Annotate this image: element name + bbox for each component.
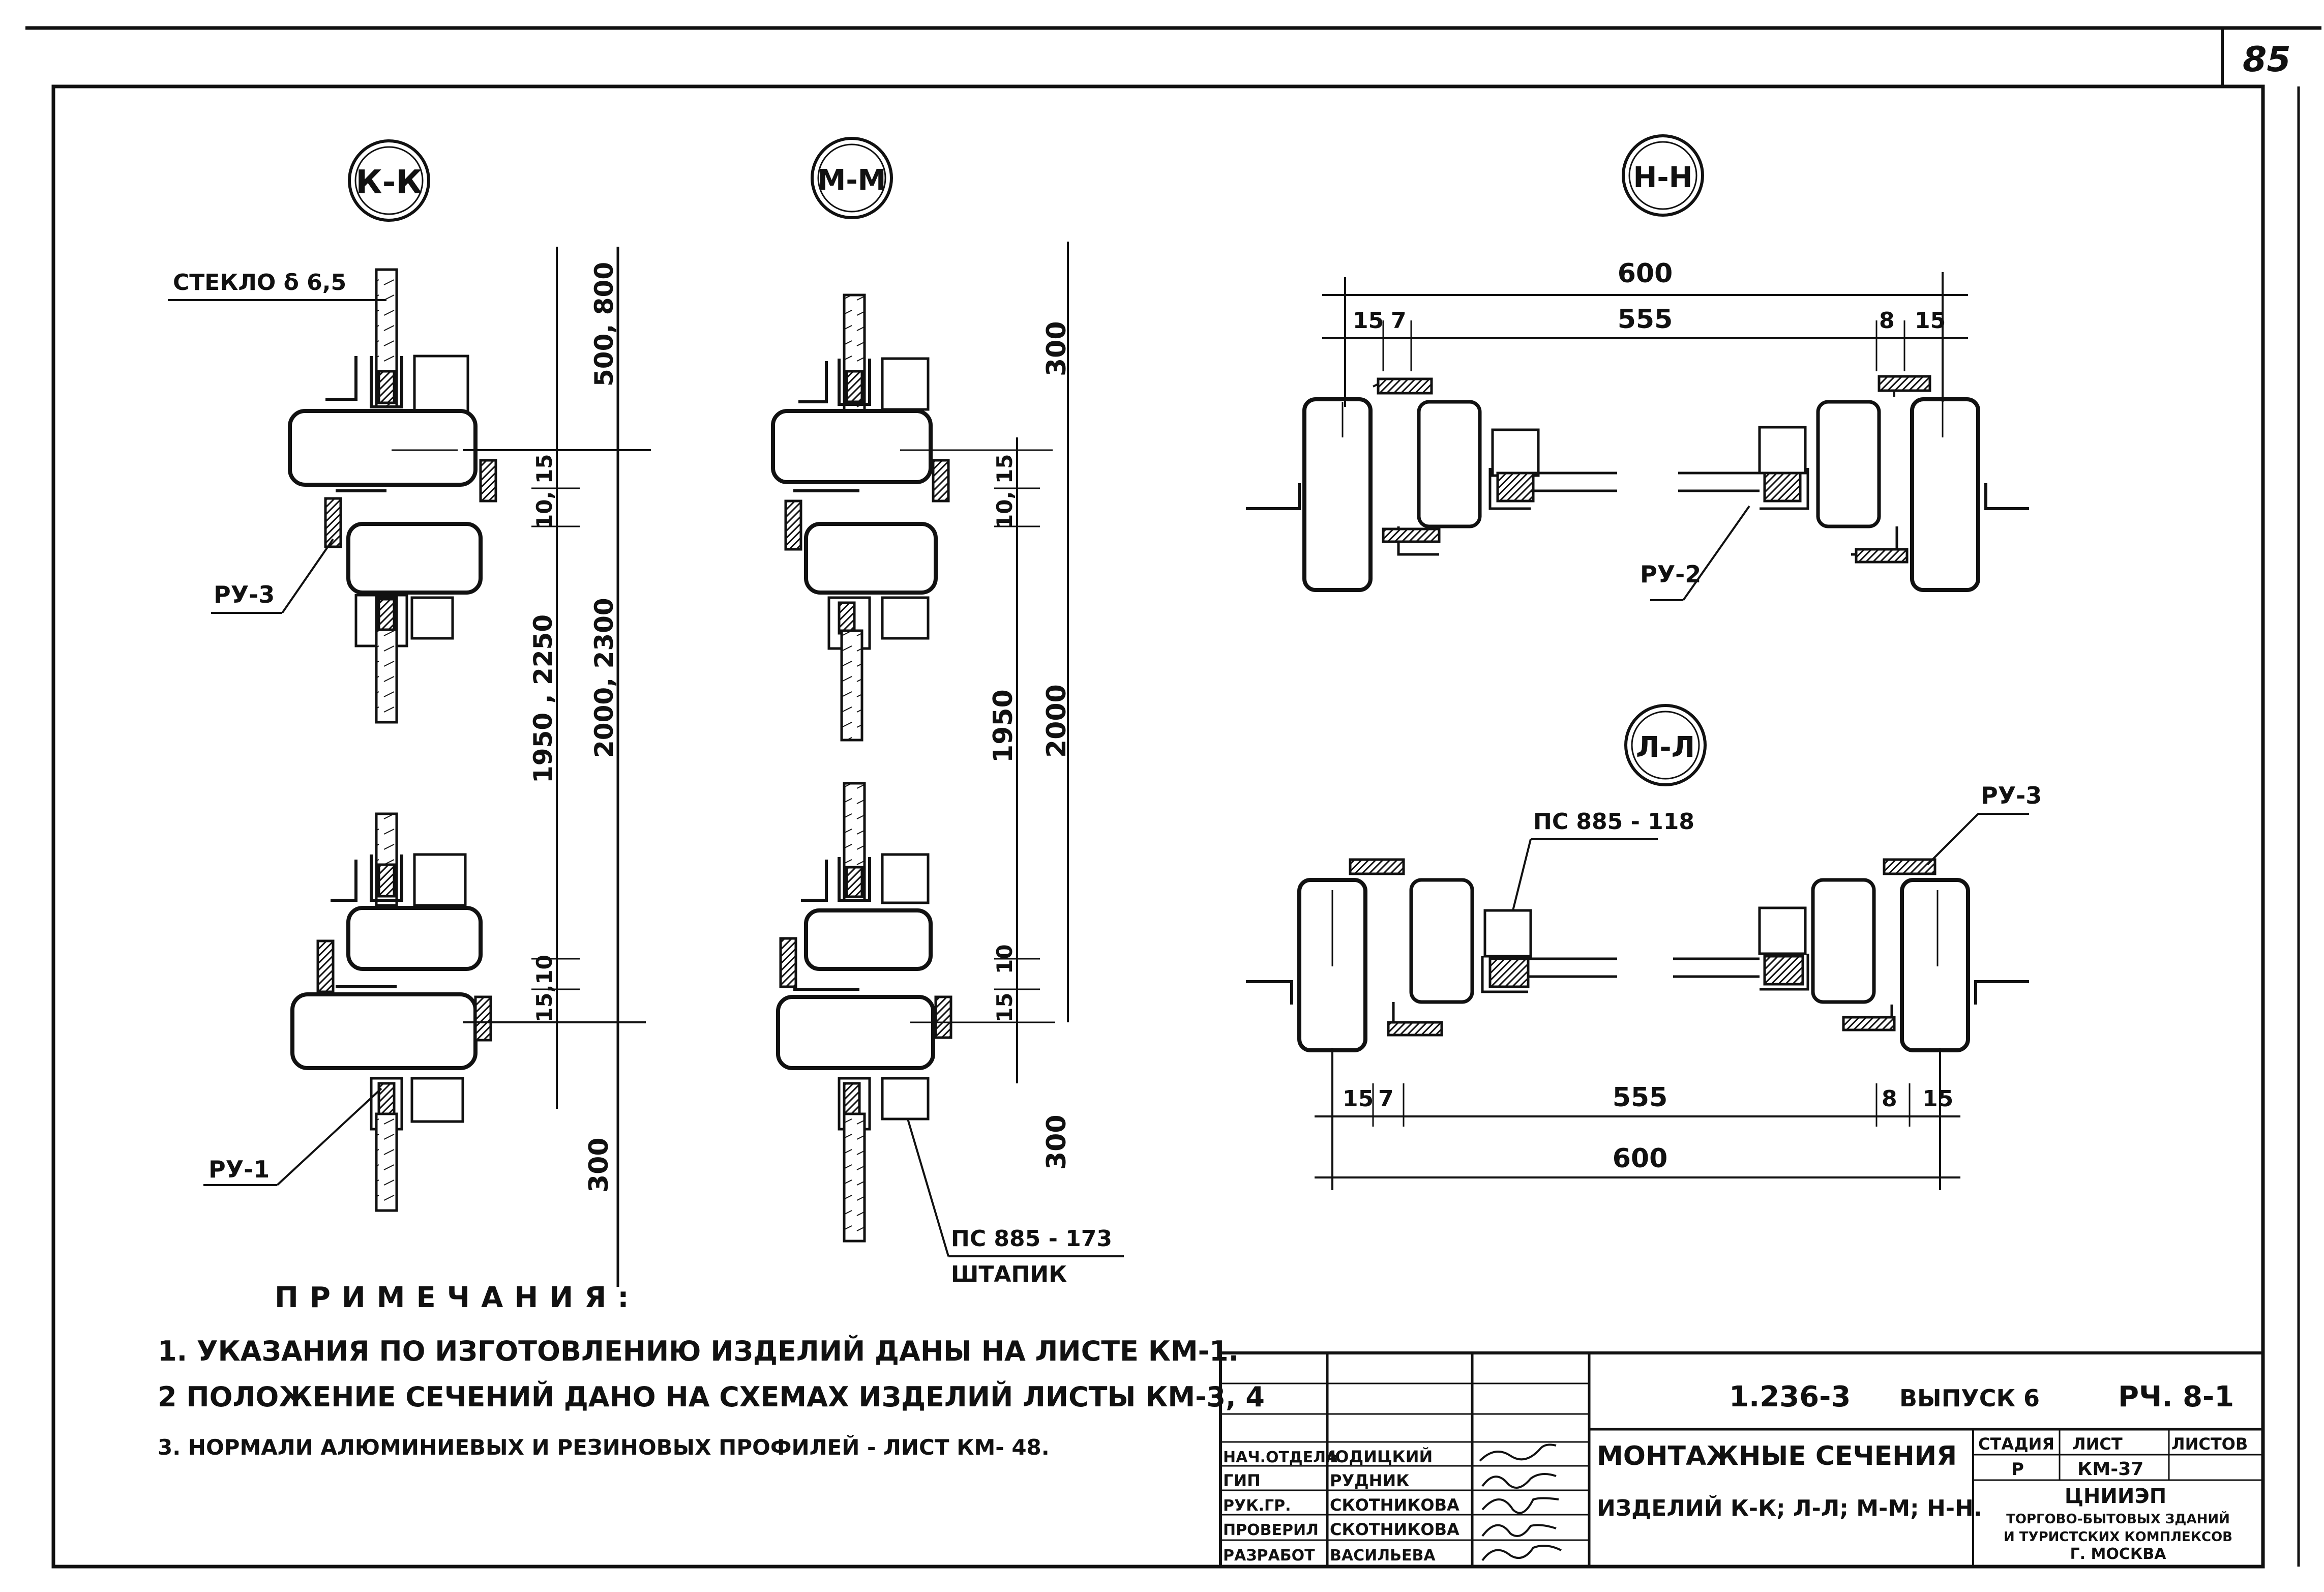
section-kk-drawing	[168, 247, 651, 1287]
nn-dim-8: 8	[1879, 308, 1895, 334]
ru3-callout-label: РУ-3	[214, 581, 275, 608]
nn-dim-15a: 15	[1353, 308, 1384, 334]
mm-dim-1015: 10, 15	[992, 454, 1017, 529]
ll-callout-ps: ПС 885 - 118	[1533, 809, 1694, 835]
role-label: РУК.ГР.	[1223, 1497, 1291, 1515]
signature-mark	[1479, 1443, 1557, 1462]
ll-dim-8: 8	[1882, 1086, 1897, 1112]
drawing-code: 1.236-3	[1729, 1380, 1851, 1413]
person-name: СКОТНИКОВА	[1330, 1495, 1459, 1515]
sheet-header: ЛИСТ	[2072, 1434, 2123, 1454]
section-marker-nn: Н-Н	[1622, 134, 1704, 217]
signature-mark	[1481, 1545, 1562, 1561]
glass-callout-label: СТЕКЛО δ 6,5	[173, 270, 346, 296]
org-line4: Г. МОСКВА	[2070, 1545, 2167, 1563]
org-line2: ТОРГОВО-БЫТОВЫХ ЗДАНИЙ	[2006, 1511, 2230, 1527]
person-name: ЮДИЦКИЙ	[1330, 1447, 1433, 1466]
person-name: ВАСИЛЬЕВА	[1330, 1547, 1436, 1565]
role-label: РАЗРАБОТ	[1223, 1547, 1315, 1565]
role-label: ГИП	[1223, 1471, 1261, 1490]
note-item: 3. НОРМАЛИ АЛЮМИНИЕВЫХ И РЕЗИНОВЫХ ПРОФИ…	[158, 1434, 1050, 1460]
org-line1: ЦНИИЭП	[2065, 1485, 2166, 1508]
section-label: М-М	[818, 164, 886, 197]
section-marker-kk: К-К	[348, 139, 430, 222]
note-item: 1. УКАЗАНИЯ ПО ИЗГОТОВЛЕНИЮ ИЗДЕЛИЙ ДАНЫ…	[158, 1335, 1239, 1367]
mm-dim-bottom: 300	[1041, 1114, 1072, 1170]
nn-dim-total: 600	[1618, 258, 1673, 289]
kk-dim-bottom: 300	[584, 1137, 614, 1193]
ll-dim-555: 555	[1613, 1082, 1668, 1113]
drawing-issue: ВЫПУСК 6	[1899, 1384, 2040, 1412]
section-label: Л-Л	[1636, 731, 1695, 764]
nn-dim-7: 7	[1391, 308, 1407, 334]
org-line3: И ТУРИСТСКИХ КОМПЛЕКСОВ	[2004, 1529, 2232, 1545]
person-name: СКОТНИКОВА	[1330, 1520, 1459, 1539]
signature-mark	[1481, 1497, 1559, 1514]
drawing-title-line1: МОНТАЖНЫЕ СЕЧЕНИЯ	[1597, 1441, 1957, 1471]
title-block	[1219, 1351, 2265, 1568]
ll-dim-7: 7	[1378, 1086, 1394, 1112]
section-nn-drawing	[1246, 272, 2029, 601]
mm-dim-2000: 2000	[1041, 684, 1072, 758]
section-ll-drawing	[1246, 813, 2029, 1190]
mm-dim-1950: 1950	[988, 689, 1019, 763]
person-name: РУДНИК	[1330, 1471, 1409, 1490]
kk-dim-heights-a: 1950 , 2250	[528, 614, 558, 783]
drawing-title-line2: ИЗДЕЛИЙ К-К; Л-Л; М-М; Н-Н.	[1597, 1494, 1982, 1521]
ll-dim-15b: 15	[1922, 1086, 1953, 1112]
kk-dim-top: 500, 800	[589, 262, 619, 387]
section-mm-drawing	[771, 242, 1124, 1257]
role-label: НАЧ.ОТДЕЛА	[1223, 1449, 1338, 1466]
ll-dim-15a: 15	[1343, 1086, 1374, 1112]
kk-dim-1015: 10, 15	[532, 454, 557, 529]
nn-dim-15b: 15	[1915, 308, 1946, 334]
sheets-header: ЛИСТОВ	[2171, 1434, 2248, 1454]
note-item: 2 ПОЛОЖЕНИЕ СЕЧЕНИЙ ДАНО НА СХЕМАХ ИЗДЕЛ…	[158, 1381, 1265, 1413]
kk-dim-heights-b: 2000, 2300	[589, 598, 619, 758]
section-label: К-К	[355, 164, 422, 201]
section-marker-mm: М-М	[811, 137, 893, 219]
page-number: 85	[2243, 40, 2291, 80]
ll-ru3-callout: РУ-3	[1981, 782, 2042, 809]
mm-dim-10: 10	[992, 945, 1017, 974]
sheet-value: КМ-37	[2077, 1459, 2143, 1480]
mm-callout-shtapik: ШТАПИК	[951, 1261, 1067, 1287]
kk-dim-1510: 15,10	[532, 955, 557, 1022]
role-label: ПРОВЕРИЛ	[1223, 1521, 1319, 1539]
signature-mark	[1481, 1524, 1557, 1537]
notes-block: ПРИМЕЧАНИЯ: 1. УКАЗАНИЯ ПО ИЗГОТОВЛЕНИЮ …	[158, 1281, 1265, 1460]
title-block-text: 1.236-3 ВЫПУСК 6 РЧ. 8-1 МОНТАЖНЫЕ СЕЧЕН…	[1223, 1380, 2248, 1565]
sheet-reference: РЧ. 8-1	[2118, 1380, 2234, 1413]
ru2-callout-label: РУ-2	[1640, 561, 1701, 588]
stage-value: Р	[2011, 1459, 2024, 1480]
section-label: Н-Н	[1633, 161, 1693, 194]
notes-title: ПРИМЕЧАНИЯ:	[275, 1281, 640, 1314]
stage-header: СТАДИЯ	[1978, 1434, 2054, 1454]
mm-dim-top: 300	[1041, 321, 1072, 376]
ru1-callout-label: РУ-1	[208, 1156, 270, 1183]
sheet-frame	[25, 26, 2321, 1569]
nn-dim-555: 555	[1618, 304, 1673, 335]
signature-mark	[1481, 1473, 1557, 1489]
mm-callout-ps: ПС 885 - 173	[951, 1226, 1112, 1252]
mm-dim-15: 15	[992, 993, 1017, 1022]
section-marker-ll: Л-Л	[1624, 704, 1707, 786]
ll-dim-total: 600	[1613, 1143, 1668, 1174]
